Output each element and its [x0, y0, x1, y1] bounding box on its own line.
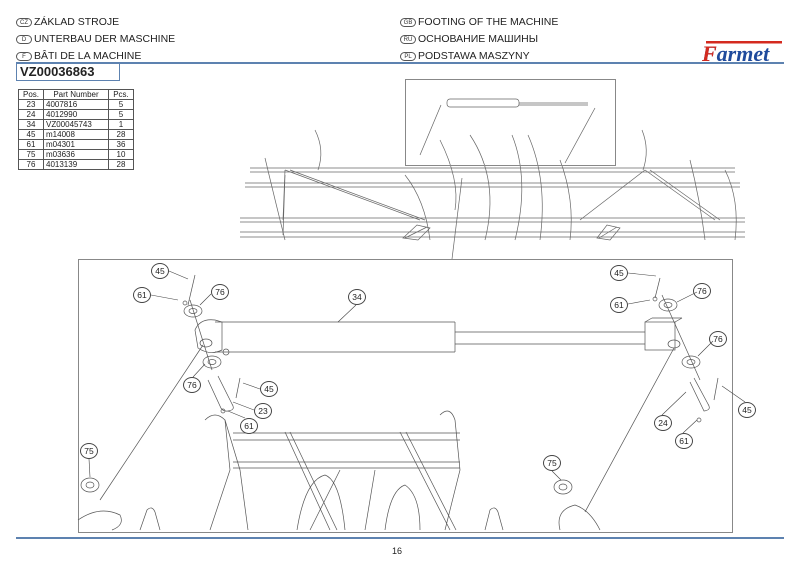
callout-pos: 76 [709, 331, 727, 347]
cell-pos: 45 [18, 129, 44, 140]
col-header-pos: Pos. [18, 89, 44, 100]
cell-pcs: 10 [108, 149, 134, 160]
lang-badge-f: F [16, 51, 32, 61]
lang-badge-cz: CZ [16, 17, 32, 27]
col-header-part-number: Part Number [43, 89, 109, 100]
lang-badge-pl: PL [400, 51, 416, 61]
title-cz: CZ ZÁKLAD STROJE [16, 16, 119, 28]
cell-pos: 75 [18, 149, 44, 160]
cell-pos: 24 [18, 109, 44, 120]
lang-badge-gb: GB [400, 17, 416, 27]
callout-pos: 75 [543, 455, 561, 471]
cell-part-number: m03636 [43, 149, 109, 160]
lang-badge-ru: RU [400, 34, 416, 44]
cell-pos: 34 [18, 119, 44, 130]
title-text: PODSTAWA MASZYNY [418, 50, 530, 62]
cell-pcs: 1 [108, 119, 134, 130]
title-text: UNTERBAU DER MASCHINE [34, 33, 176, 45]
callout-pos: 45 [151, 263, 169, 279]
callout-pos: 61 [133, 287, 151, 303]
cell-part-number: m04301 [43, 139, 109, 150]
cell-part-number: VZ00045743 [43, 119, 109, 130]
callout-pos: 76 [183, 377, 201, 393]
title-text: BÂTI DE LA MACHINE [34, 50, 142, 62]
title-text: ОСНОВАНИЕ МАШИНЫ [418, 33, 539, 45]
callout-pos: 76 [693, 283, 711, 299]
cell-pcs: 28 [108, 129, 134, 140]
cell-part-number: m14008 [43, 129, 109, 140]
title-d: D UNTERBAU DER MASCHINE [16, 33, 175, 45]
title-f: F BÂTI DE LA MACHINE [16, 50, 141, 62]
title-text: FOOTING OF THE MACHINE [418, 16, 559, 28]
callout-pos: 45 [260, 381, 278, 397]
cell-pos: 76 [18, 159, 44, 170]
cell-pcs: 5 [108, 99, 134, 110]
callout-pos: 24 [654, 415, 672, 431]
callout-pos: 45 [738, 402, 756, 418]
cell-pos: 61 [18, 139, 44, 150]
assembly-number: VZ00036863 [16, 63, 120, 81]
callout-pos: 61 [610, 297, 628, 313]
callout-pos: 75 [80, 443, 98, 459]
title-pl: PL PODSTAWA MASZYNY [400, 50, 530, 62]
callout-pos: 61 [240, 418, 258, 434]
logo-text: Farmet [701, 41, 770, 66]
title-gb: GB FOOTING OF THE MACHINE [400, 16, 558, 28]
svg-text:F: F [701, 41, 717, 66]
callout-pos: 34 [348, 289, 366, 305]
cell-pos: 23 [18, 99, 44, 110]
title-text: ZÁKLAD STROJE [34, 16, 120, 28]
cell-pcs: 28 [108, 159, 134, 170]
callout-pos: 45 [610, 265, 628, 281]
table-header-row: Pos. Part Number Pcs. [18, 89, 134, 100]
col-header-pcs: Pcs. [108, 89, 134, 100]
footer-divider [16, 537, 784, 539]
callout-pos: 76 [211, 284, 229, 300]
cell-pcs: 5 [108, 109, 134, 120]
title-ru: RU ОСНОВАНИЕ МАШИНЫ [400, 33, 538, 45]
overview-inset-frame [405, 79, 616, 166]
detail-view-frame [78, 259, 733, 533]
cell-part-number: 4013139 [43, 159, 109, 170]
cell-pcs: 36 [108, 139, 134, 150]
callout-pos: 23 [254, 403, 272, 419]
header-divider [16, 62, 784, 64]
cell-part-number: 4012990 [43, 109, 109, 120]
lang-badge-d: D [16, 34, 32, 44]
farmet-logo: Farmet F [701, 41, 782, 66]
cell-part-number: 4007816 [43, 99, 109, 110]
callout-pos: 61 [675, 433, 693, 449]
page-number: 16 [392, 546, 403, 556]
